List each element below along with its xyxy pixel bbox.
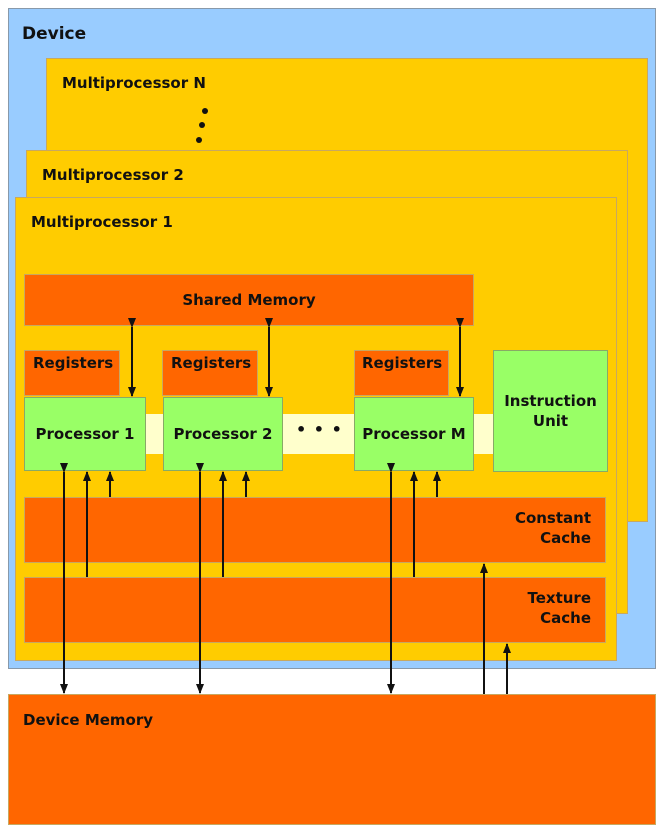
constant-cache-label-line1: Constant bbox=[514, 509, 591, 527]
texture-cache-label-line2: Cache bbox=[540, 609, 591, 627]
texture-cache-label-line1: Texture bbox=[527, 589, 591, 607]
processor-bus bbox=[145, 414, 164, 454]
processor-m-label: Processor M bbox=[362, 425, 466, 443]
processor-1: Processor 1 bbox=[24, 397, 146, 471]
processor-bus bbox=[282, 414, 354, 454]
registers-1: Registers bbox=[24, 350, 120, 396]
texture-cache: Texture Cache bbox=[24, 577, 606, 643]
processor-m: Processor M bbox=[354, 397, 474, 471]
constant-cache-label-line2: Cache bbox=[540, 529, 591, 547]
registers-2: Registers bbox=[162, 350, 258, 396]
multiprocessor-1-label: Multiprocessor 1 bbox=[31, 213, 173, 231]
processor-1-label: Processor 1 bbox=[35, 425, 135, 443]
processor-ellipsis: • • • bbox=[296, 420, 343, 439]
stack-dot bbox=[199, 122, 205, 128]
device-memory-label: Device Memory bbox=[23, 711, 154, 729]
device-memory: Device Memory bbox=[8, 694, 656, 825]
device-label: Device bbox=[22, 24, 87, 44]
registers-label: Registers bbox=[33, 354, 114, 372]
instruction-unit-label: Instruction Unit bbox=[504, 392, 597, 430]
multiprocessor-2-label: Multiprocessor 2 bbox=[42, 166, 184, 184]
shared-memory-label: Shared Memory bbox=[182, 291, 316, 309]
registers-m: Registers bbox=[354, 350, 449, 396]
stack-dot bbox=[196, 137, 202, 143]
processor-bus bbox=[473, 414, 493, 454]
registers-label: Registers bbox=[362, 354, 443, 372]
multiprocessor-n-label: Multiprocessor N bbox=[62, 74, 206, 92]
instruction-unit: Instruction Unit bbox=[493, 350, 608, 472]
processor-2-label: Processor 2 bbox=[173, 425, 273, 443]
shared-memory: Shared Memory bbox=[24, 274, 474, 326]
constant-cache: Constant Cache bbox=[24, 497, 606, 563]
processor-2: Processor 2 bbox=[163, 397, 283, 471]
registers-label: Registers bbox=[171, 354, 252, 372]
stack-dot bbox=[202, 108, 208, 114]
